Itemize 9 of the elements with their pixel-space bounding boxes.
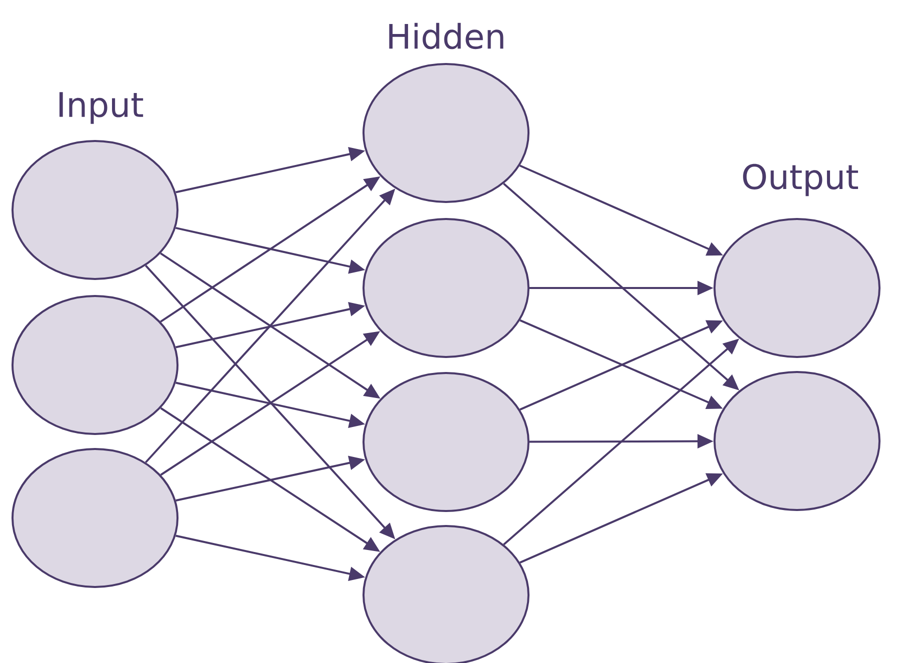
neuron-circle — [362, 63, 530, 203]
neuron-circle — [12, 295, 178, 435]
neuron-circle — [362, 218, 530, 358]
neuron-circle — [12, 140, 178, 280]
neuron-circle — [714, 371, 880, 511]
neuron-circle — [362, 525, 530, 663]
neuron-circle — [362, 372, 530, 512]
neuron-circle — [12, 448, 178, 588]
neuron-circle — [714, 218, 880, 358]
